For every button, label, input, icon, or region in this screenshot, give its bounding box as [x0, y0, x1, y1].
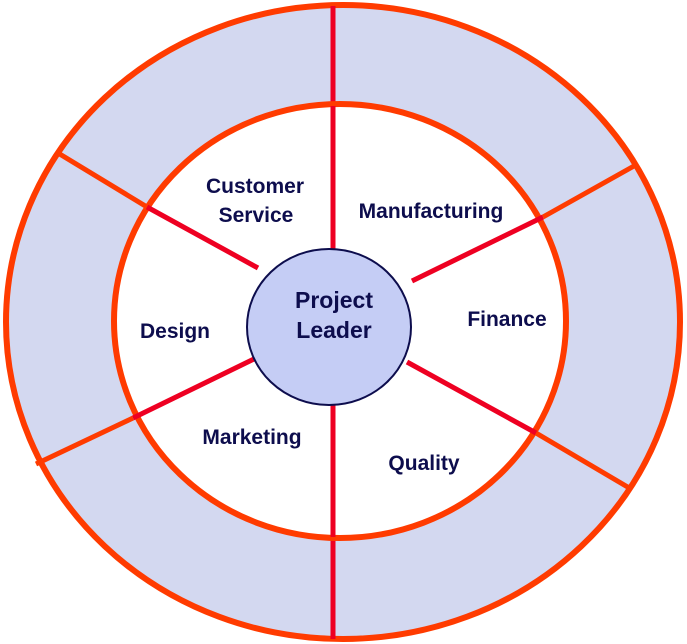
outer-divider-lower-left [34, 415, 135, 467]
spoke-upper-right [410, 214, 545, 284]
outer-divider-lower-right [534, 430, 633, 492]
segment-label-finance: Finance [467, 308, 546, 331]
outer-ring-dividers [34, 6, 636, 639]
segment-label-manufacturing: Manufacturing [359, 200, 504, 223]
inner-spokes [131, 106, 545, 537]
spoke-upper-left [145, 204, 260, 271]
spoke-lower-left [131, 355, 258, 421]
outer-divider-upper-right [541, 163, 636, 220]
segment-label-design: Design [140, 320, 210, 343]
center-hub [246, 248, 412, 406]
segment-label-customer-service-line1: Customer [206, 175, 304, 198]
segment-label-quality: Quality [388, 452, 460, 475]
outer-divider-upper-left [56, 150, 149, 210]
center-label-line2: Leader [296, 317, 371, 343]
segment-label-customer-service-line2: Service [219, 204, 294, 227]
spoke-lower-right [405, 359, 538, 436]
segment-label-marketing: Marketing [202, 426, 301, 449]
center-label-line1: Project [295, 287, 373, 313]
